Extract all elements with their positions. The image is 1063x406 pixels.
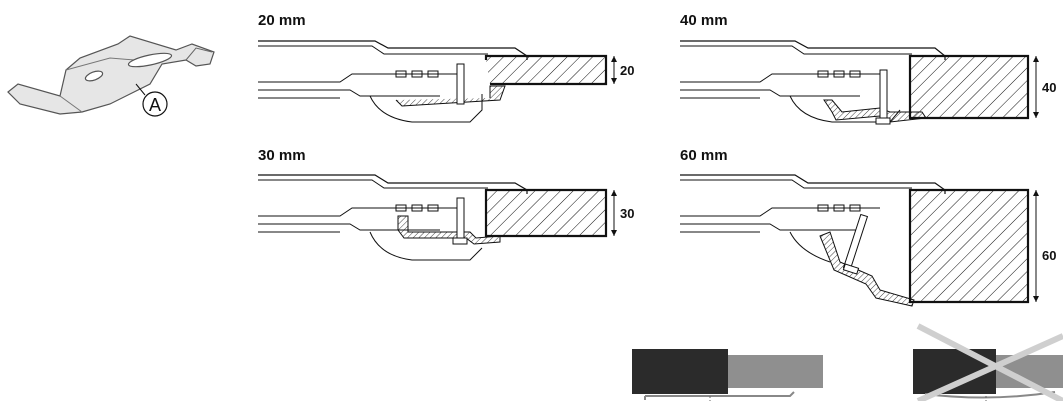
panel-title: 40 mm (680, 12, 728, 29)
panel-title: 60 mm (680, 147, 728, 164)
worktop-grey (727, 355, 823, 388)
incorrect-mounting-illustration (913, 323, 1063, 404)
panel-title: 30 mm (258, 147, 306, 164)
correct-mounting-illustration (632, 349, 823, 401)
mounting-bracket-illustration: A (7, 35, 215, 117)
callout-letter: A (149, 95, 161, 115)
dimension-label: 40 (1042, 80, 1056, 95)
panel-60mm: 60 mm 60 (680, 147, 1056, 307)
dimension-label: 60 (1042, 248, 1056, 263)
panel-30mm: 30 mm 30 (258, 147, 634, 261)
hob-dark (632, 349, 728, 394)
panel-title: 20 mm (258, 12, 306, 29)
panel-40mm: 40 mm 40 (680, 12, 1056, 125)
dimension-label: 30 (620, 206, 634, 221)
panel-20mm: 20 mm 20 (258, 12, 634, 123)
cross-out-line (916, 323, 1063, 404)
dimension-label: 20 (620, 63, 634, 78)
cross-out-line (916, 333, 1063, 404)
callout-circle (142, 91, 168, 117)
